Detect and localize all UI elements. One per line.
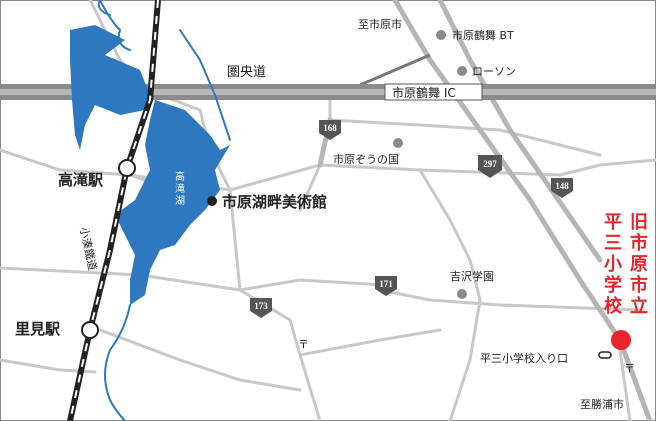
svg-text:校: 校 xyxy=(604,295,623,317)
lake-takataki xyxy=(70,25,230,305)
route-168-shield: 168 xyxy=(319,120,341,140)
svg-text:滝: 滝 xyxy=(175,183,185,195)
zou-no-kuni-marker[interactable] xyxy=(393,138,403,148)
route-173-shield: 173 xyxy=(250,298,272,318)
label-yoshizawa: 吉沢学園 xyxy=(450,269,494,283)
svg-text:148: 148 xyxy=(555,181,569,191)
label-lawson: ローソン xyxy=(472,65,516,78)
label-ic: 市原鶴舞 IC xyxy=(392,85,456,100)
svg-text:297: 297 xyxy=(483,159,497,169)
expressway xyxy=(0,84,656,100)
route-171-shield: 171 xyxy=(375,276,397,296)
svg-text:原: 原 xyxy=(630,254,648,275)
post-office-icon-2: 〒 xyxy=(624,362,635,375)
label-to-katsuura: 至勝浦市 xyxy=(580,397,624,411)
svg-text:湖: 湖 xyxy=(175,195,185,207)
kominato-railway xyxy=(67,0,161,421)
svg-text:学: 学 xyxy=(604,274,622,296)
label-lake: 高 滝 湖 xyxy=(175,170,185,207)
yoshizawa-marker[interactable] xyxy=(457,289,467,299)
takataki-station-marker[interactable] xyxy=(118,159,136,177)
label-zou-no-kuni: 市原ぞうの国 xyxy=(333,152,399,166)
tsurumai-bt-marker[interactable] xyxy=(436,30,446,40)
label-to-ichihara: 至市原市 xyxy=(358,17,402,31)
school-marker[interactable] xyxy=(611,330,631,350)
svg-text:小: 小 xyxy=(604,254,622,275)
rivers xyxy=(97,0,231,421)
svg-text:173: 173 xyxy=(254,301,268,311)
label-school-entrance: 平三小学校入り口 xyxy=(480,351,568,365)
museum-marker[interactable] xyxy=(207,196,217,206)
svg-text:高: 高 xyxy=(175,170,185,183)
satomi-station-marker[interactable] xyxy=(81,321,99,339)
lawson-marker[interactable] xyxy=(457,66,467,76)
post-office-icon: 〒 xyxy=(298,338,309,351)
svg-text:168: 168 xyxy=(323,123,337,133)
label-school-name: 旧 市 原 市 立 平 三 小 学 校 xyxy=(604,212,648,317)
label-tsurumai-bt: 市原鶴舞 BT xyxy=(452,28,514,42)
label-satomi-station: 里見駅 xyxy=(15,320,61,338)
svg-text:平: 平 xyxy=(604,212,622,233)
svg-text:三: 三 xyxy=(604,233,622,254)
svg-text:171: 171 xyxy=(379,279,393,289)
ic-label-box xyxy=(384,83,483,101)
svg-text:市: 市 xyxy=(630,274,648,296)
label-takataki-station: 高滝駅 xyxy=(58,171,104,189)
svg-text:市: 市 xyxy=(630,232,648,254)
school-entrance-sign-icon xyxy=(598,351,612,359)
label-museum: 市原湖畔美術館 xyxy=(222,193,327,211)
svg-text:立: 立 xyxy=(630,295,648,317)
route-297-shield: 297 xyxy=(478,155,502,178)
label-ken-o-do: 圏央道 xyxy=(227,65,266,80)
ic-ramp xyxy=(359,53,431,87)
svg-text:旧: 旧 xyxy=(630,212,648,233)
route-148-shield: 148 xyxy=(551,178,573,198)
